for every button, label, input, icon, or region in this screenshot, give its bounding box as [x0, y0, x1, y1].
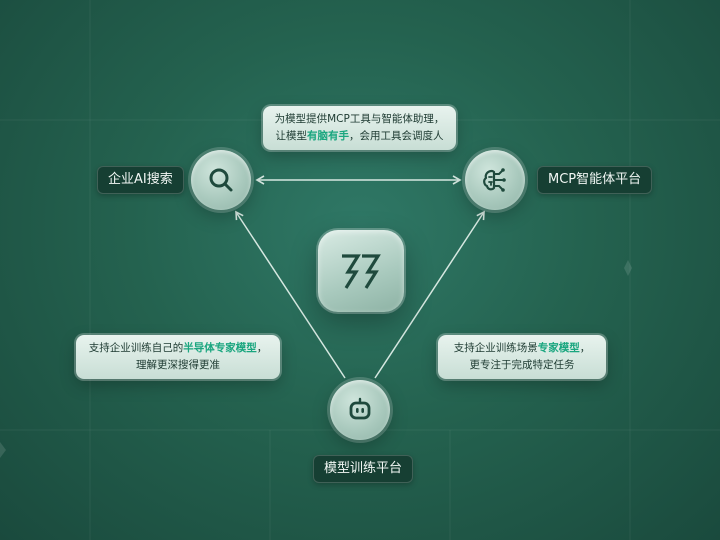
bubble-left-line1-pre: 支持企业训练自己的	[88, 342, 184, 354]
bubble-right-line1-pre: 支持企业训练场景	[453, 342, 538, 354]
center-logo	[318, 230, 404, 312]
logo-icon	[342, 254, 381, 289]
bubble-right-line1: 支持企业训练场景专家模型，	[446, 340, 598, 357]
node-model-training-platform[interactable]	[330, 380, 390, 440]
node-enterprise-ai-search[interactable]	[191, 150, 251, 210]
brain-icon	[483, 168, 506, 192]
bubble-left-highlight: 半导体专家模型	[183, 342, 257, 354]
bubble-top-line2-post: ，会用工具会调度人	[349, 130, 444, 142]
bubble-left-line1-post: ，	[256, 342, 268, 354]
bubble-left: 支持企业训练自己的半导体专家模型， 理解更深搜得更准	[76, 335, 280, 379]
bubble-right-highlight: 专家模型	[537, 342, 580, 354]
bubble-top: 为模型提供MCP工具与智能体助理， 让模型有脑有手，会用工具会调度人	[263, 106, 456, 150]
node-mcp-agent-platform[interactable]	[465, 150, 525, 210]
label-enterprise-ai-search: 企业AI搜索	[97, 166, 184, 194]
bubble-top-line1: 为模型提供MCP工具与智能体助理，	[274, 113, 445, 125]
search-icon	[209, 168, 233, 192]
label-model-training-platform: 模型训练平台	[313, 455, 414, 483]
robot-icon	[349, 397, 371, 420]
bubble-right-line1-post: ，	[579, 342, 591, 354]
label-mcp-agent-platform: MCP智能体平台	[537, 166, 653, 194]
bubble-top-line2-pre: 让模型	[275, 130, 308, 142]
bubble-top-line2: 让模型有脑有手，会用工具会调度人	[271, 128, 448, 145]
bubble-right: 支持企业训练场景专家模型， 更专注于完成特定任务	[438, 335, 606, 379]
bubble-right-line2: 更专注于完成特定任务	[469, 359, 575, 371]
bubble-left-line1: 支持企业训练自己的半导体专家模型，	[84, 340, 272, 357]
bubble-top-highlight: 有脑有手	[307, 130, 349, 142]
bubble-left-line2: 理解更深搜得更准	[136, 359, 220, 371]
